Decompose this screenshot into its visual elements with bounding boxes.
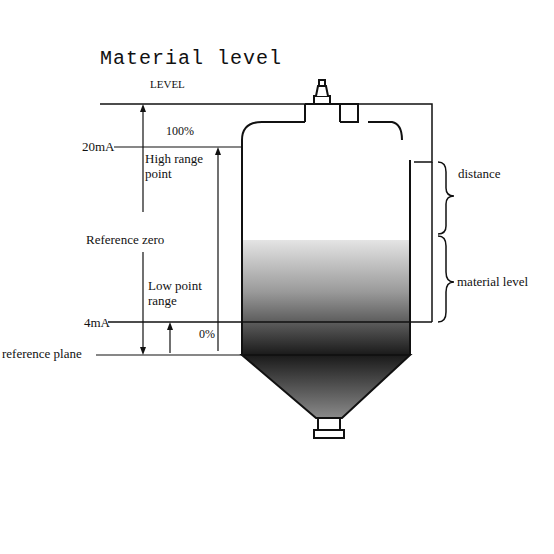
- percent-label: 0%: [199, 327, 215, 342]
- percent-label: 100%: [166, 124, 194, 139]
- axis-label: LEVEL: [150, 77, 185, 92]
- plane-label: reference plane: [2, 346, 82, 361]
- signal-label: 4mA: [84, 315, 110, 330]
- range-label: Low point range: [148, 278, 208, 308]
- range-label: High range point: [145, 151, 211, 181]
- zero-label: Reference zero: [86, 232, 164, 247]
- bracket-label: material level: [457, 274, 528, 289]
- signal-label: 20mA: [82, 139, 115, 154]
- bracket-label: distance: [458, 166, 501, 181]
- diagram-title: Material level: [100, 48, 282, 70]
